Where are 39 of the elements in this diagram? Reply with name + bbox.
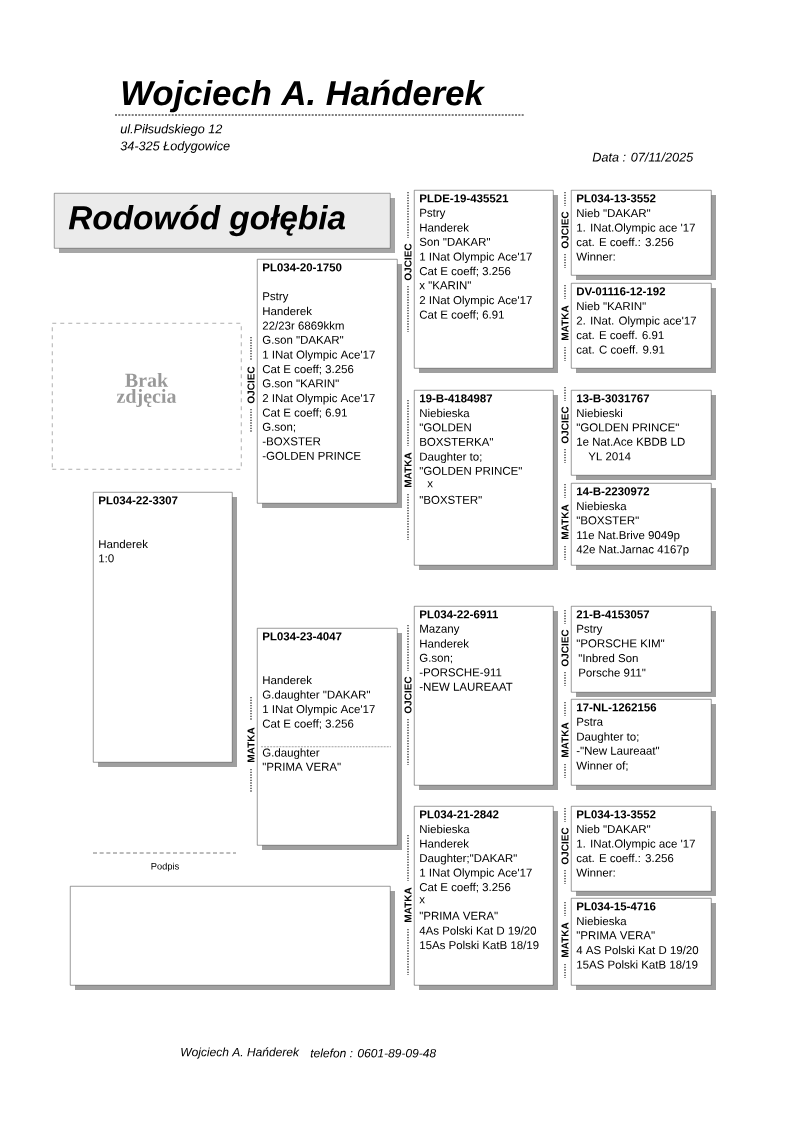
pedigree-card: PL034-13-3552 Nieb "DAKAR" 1. INat.Olympic ace '17 cat. E coeff.: 3.256 Winner:: [571, 190, 716, 280]
signature-label: Podpis: [92, 852, 237, 872]
side-label: MATKA: [247, 696, 255, 794]
address-text: 34-325 Łodygowice: [120, 141, 230, 153]
pedigree-card: 17-NL-1262156 Pstra Daughter to; -"New Laureaat" Winner of;: [571, 699, 716, 790]
header-name: Wojciech A. Hańderek: [114, 79, 526, 116]
side-label: OJCIEC: [404, 624, 412, 766]
pedigree-card: PL034-15-4716 Niebieska "PRIMA VERA" 4 AS Polski Kat D 19/20 15AS Polski KatB 18/19: [571, 898, 716, 990]
side-label: MATKA: [561, 701, 569, 779]
pedigree-card: PLDE-19-435521 Pstry Handerek Son "DAKAR" 1 INat Olympic Ace'17 Cat E coeff; 3.256 x "KARIN" 2 INat Olympic Ace'17 Cat E coeff; 6.91: [414, 190, 558, 373]
pedigree-card: PL034-22-3307 Handerek 1:0: [93, 492, 237, 767]
title-banner: Rodowód gołębia: [54, 193, 395, 253]
side-label: OJCIEC: [561, 807, 569, 885]
side-label: MATKA: [561, 284, 569, 362]
side-label: OJCIEC: [561, 609, 569, 687]
side-label: OJCIEC: [561, 191, 569, 269]
footer-text: telefon : 0601-89-09-48: [310, 1048, 437, 1058]
side-label: OJCIEC: [247, 336, 255, 434]
pedigree-card: 14-B-2230972 Niebieska "BOXSTER" 11e Nat.Brive 9049p 42e Nat.Jarnac 4167p: [571, 483, 716, 570]
placeholder-text: Brak zdjęcia: [116, 372, 177, 408]
side-label: OJCIEC: [404, 191, 412, 333]
pedigree-card: PL034-22-6911 Mazany Handerek G.son; -PORSCHE-911 -NEW LAUREAAT: [414, 606, 558, 790]
pedigree-card: 21-B-4153057 Pstry "PORSCHE KIM" "Inbred Son Porsche 911": [571, 606, 716, 697]
side-label: MATKA: [561, 901, 569, 979]
side-label: MATKA: [404, 399, 412, 541]
side-label: OJCIEC: [561, 386, 569, 464]
date-text: Data : 07/11/2025: [592, 152, 694, 162]
pedigree-card: PL034-13-3552 Nieb "DAKAR" 1. INat.Olympic ace '17 cat. E coeff.: 3.256 Winner:: [571, 806, 716, 896]
pedigree-card: PL034-21-2842 Niebieska Handerek Daughter;"DAKAR" 1 INat Olympic Ace'17 Cat E coeff; 3.256 x "PRIMA VERA" 4As Polski Kat D 19/20 15As Polski KatB 18/19: [414, 806, 558, 990]
footer-text: Wojciech A. Hańderek: [181, 1047, 300, 1059]
signature-box: [70, 886, 395, 990]
address-text: ul.Piłsudskiego 12: [120, 124, 223, 136]
pedigree-card: PL034-23-4047 Handerek G.daughter "DAKAR" 1 INat Olympic Ace'17 Cat E coeff; 3.256 G.daughter "PRIMA VERA": [257, 628, 402, 850]
side-label: MATKA: [561, 483, 569, 561]
pedigree-card: PL034-20-1750 Pstry Handerek 22/23r 6869kkm G.son "DAKAR" 1 INat Olympic Ace'17 Cat E coeff; 3.256 G.son "KARIN" 2 INat Olympic Ace'17 Cat E coeff; 6.91 G.son; -BOXSTER -GOLDEN PRINCE: [257, 259, 402, 508]
pedigree-card: DV-01116-12-192 Nieb "KARIN" 2. INat. Olympic ace'17 cat. E coeff. 6.91 cat. C coeff. 9.91: [571, 283, 716, 373]
pedigree-card: 19-B-4184987 Niebieska "GOLDEN BOXSTERKA" Daughter to; "GOLDEN PRINCE" x "BOXSTER": [414, 390, 558, 570]
side-label: MATKA: [404, 834, 412, 976]
pedigree-card: 13-B-3031767 Niebieski "GOLDEN PRINCE" 1e Nat.Ace KBDB LD YL 2014: [571, 390, 716, 480]
